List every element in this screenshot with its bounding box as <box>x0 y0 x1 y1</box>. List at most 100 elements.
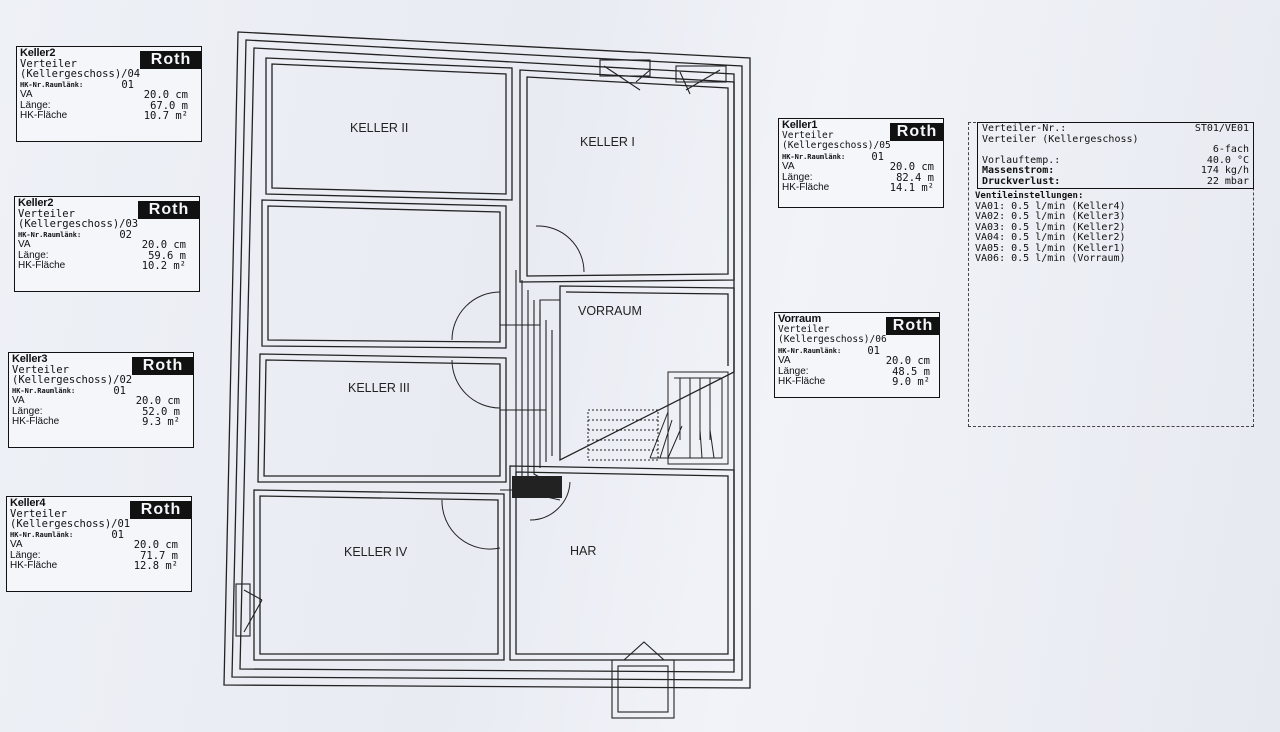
roth-logo: Roth <box>140 51 202 69</box>
card-title: Keller3 <box>12 353 48 365</box>
roth-logo: Roth <box>138 201 200 219</box>
roth-logo: Roth <box>130 501 192 519</box>
laenge-value: 71.7 m <box>140 549 178 562</box>
laenge-label: Länge: <box>12 405 43 417</box>
distributor-block <box>512 476 562 498</box>
card-title: Keller2 <box>18 197 54 209</box>
card-verteiler: Verteiler (Kellergeschoss)/01 <box>10 507 131 530</box>
laenge-value: 67.0 m <box>150 99 188 112</box>
flaeche-value: 10.7 m² <box>143 110 188 122</box>
laenge-label: Länge: <box>20 99 51 111</box>
distributor-info-panel: Verteiler-Nr.:ST01/VE01 Verteiler (Kelle… <box>968 122 1254 427</box>
va-value: 20.0 cm <box>135 395 180 407</box>
circuit-card: Vorraum Roth Verteiler (Kellergeschoss)/… <box>774 312 940 398</box>
laenge-value: 82.4 m <box>896 171 934 184</box>
laenge-label: Länge: <box>778 365 809 377</box>
circuit-card: Keller2 Roth Verteiler (Kellergeschoss)/… <box>14 196 200 292</box>
va-label: VA <box>18 239 31 250</box>
vorlauf-value: 40.0 °C <box>1206 154 1249 166</box>
va-label: VA <box>10 539 23 550</box>
flaeche-value: 14.1 m² <box>889 182 934 194</box>
room-labels: KELLER II KELLER I VORRAUM KELLER III KE… <box>344 121 642 559</box>
valve-row: VA04: 0.5 l/min (Keller2) <box>975 232 1126 243</box>
card-verteiler: Verteiler (Kellergeschoss)/06 <box>778 323 887 345</box>
roth-logo: Roth <box>886 317 940 335</box>
circuit-card: Keller4 Roth Verteiler (Kellergeschoss)/… <box>6 496 192 592</box>
hk-label: HK-Nr.Raumlänk: <box>12 386 76 395</box>
druck-value: 22 mbar <box>1206 175 1249 187</box>
druck-label: Druckverlust: <box>982 175 1061 187</box>
flaeche-value: 9.3 m² <box>142 416 180 428</box>
laenge-value: 59.6 m <box>148 249 186 262</box>
room-label: KELLER I <box>580 135 635 149</box>
circuit-card: Keller2 Roth Verteiler (Kellergeschoss)/… <box>16 46 202 142</box>
flaeche-value: 9.0 m² <box>892 376 930 388</box>
flaeche-label: HK-Fläche <box>778 376 826 387</box>
flaeche-label: HK-Fläche <box>18 260 66 271</box>
card-title: Keller4 <box>10 497 46 509</box>
valve-row: VA06: 0.5 l/min (Vorraum) <box>975 253 1126 264</box>
hk-label: HK-Nr.Raumlänk: <box>778 346 842 355</box>
va-label: VA <box>778 355 791 366</box>
fach-value: 6-fach <box>1212 144 1249 155</box>
va-value: 20.0 cm <box>141 239 186 251</box>
hk-label: HK-Nr.Raumlänk: <box>18 230 82 239</box>
roth-logo: Roth <box>132 357 194 375</box>
flaeche-value: 12.8 m² <box>133 560 178 572</box>
vorlauf-label: Vorlauftemp.: <box>982 154 1061 166</box>
card-title: Vorraum <box>778 313 822 325</box>
va-label: VA <box>12 395 25 406</box>
distributor-name: Verteiler (Kellergeschoss) <box>982 133 1139 145</box>
card-title: Keller1 <box>782 119 818 131</box>
card-verteiler: Verteiler (Kellergeschoss)/03 <box>18 207 139 230</box>
outer-walls <box>223 31 751 689</box>
laenge-label: Länge: <box>10 549 41 561</box>
hk-nr: 01 <box>871 150 884 163</box>
hk-nr: 01 <box>867 344 880 357</box>
hk-nr: 01 <box>121 78 134 91</box>
va-value: 20.0 cm <box>143 89 188 101</box>
flaeche-label: HK-Fläche <box>20 110 68 121</box>
flaeche-label: HK-Fläche <box>782 182 830 193</box>
card-verteiler: Verteiler (Kellergeschoss)/02 <box>12 363 133 386</box>
roth-logo: Roth <box>890 123 944 141</box>
room-label: HAR <box>570 544 596 558</box>
flaeche-label: HK-Fläche <box>12 416 60 427</box>
flaeche-value: 10.2 m² <box>141 260 186 272</box>
hk-nr: 01 <box>111 528 124 541</box>
hk-label: HK-Nr.Raumlänk: <box>20 80 84 89</box>
room-label: KELLER IV <box>344 545 408 559</box>
hk-label: HK-Nr.Raumlänk: <box>10 530 74 539</box>
stairs <box>587 371 729 465</box>
va-label: VA <box>20 89 33 100</box>
massen-label: Massenstrom: <box>982 165 1055 176</box>
valve-settings: Ventileinstellungen: VA01: 0.5 l/min (Ke… <box>969 189 1253 267</box>
hk-nr: 02 <box>119 228 132 241</box>
distributor-header: Verteiler-Nr.:ST01/VE01 Verteiler (Kelle… <box>977 122 1254 189</box>
hk-label: HK-Nr.Raumlänk: <box>782 152 846 161</box>
circuit-card: Keller3 Roth Verteiler (Kellergeschoss)/… <box>8 352 194 448</box>
card-verteiler: Verteiler (Kellergeschoss)/05 <box>782 129 891 151</box>
va-label: VA <box>782 161 795 172</box>
room-label: VORRAUM <box>578 304 642 318</box>
valve-row: VA01: 0.5 l/min (Keller4) <box>975 200 1126 212</box>
door-swings <box>441 225 585 550</box>
room-walls <box>253 57 735 661</box>
circuit-card: Keller1 Roth Verteiler (Kellergeschoss)/… <box>778 118 944 208</box>
heating-pipes <box>500 270 561 501</box>
hk-nr: 01 <box>113 384 126 397</box>
nr-label: Verteiler-Nr.: <box>982 123 1067 134</box>
valve-row: VA03: 0.5 l/min (Keller2) <box>975 221 1126 233</box>
valve-row: VA05: 0.5 l/min (Keller1) <box>975 242 1126 254</box>
card-verteiler: Verteiler (Kellergeschoss)/04 <box>20 57 141 80</box>
laenge-value: 48.5 m <box>892 365 930 378</box>
laenge-value: 52.0 m <box>142 405 180 418</box>
room-label: KELLER III <box>348 381 410 395</box>
room-label: KELLER II <box>350 121 408 135</box>
massen-value: 174 kg/h <box>1200 165 1249 176</box>
windows <box>235 59 727 719</box>
va-value: 20.0 cm <box>889 161 934 173</box>
card-title: Keller2 <box>20 47 56 59</box>
laenge-label: Länge: <box>18 249 49 261</box>
